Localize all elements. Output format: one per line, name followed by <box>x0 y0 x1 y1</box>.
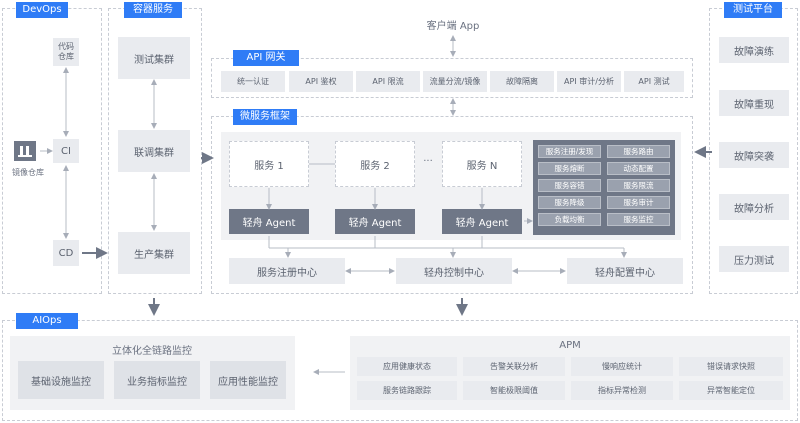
control-center-box[interactable]: 轻舟控制中心 <box>396 258 512 284</box>
cd-box[interactable]: CD <box>53 240 79 266</box>
apm-tracing[interactable]: 服务链路跟踪 <box>357 381 457 400</box>
testing-item-stress[interactable]: 压力测试 <box>719 246 789 272</box>
code-repo-box[interactable]: 代码 仓库 <box>53 38 79 66</box>
feature-audit: 服务审计 <box>607 196 670 209</box>
feature-dynamic-config: 动态配置 <box>607 162 670 175</box>
feature-load-balance: 负载均衡 <box>538 213 601 226</box>
apm-error-snapshot[interactable]: 错误请求快照 <box>679 357 783 376</box>
image-repo-icon <box>14 141 36 161</box>
joint-cluster-box[interactable]: 联调集群 <box>118 130 190 172</box>
service-2-box[interactable]: 服务 2 <box>335 141 415 187</box>
gateway-item-ratelimit[interactable]: API 限流 <box>356 71 420 92</box>
service-1-box[interactable]: 服务 1 <box>229 141 309 187</box>
container-tag: 容器服务 <box>124 2 182 18</box>
testing-tag: 测试平台 <box>724 2 782 18</box>
aiops-tag: AIOps <box>16 313 78 329</box>
agent-box-1[interactable]: 轻舟 Agent <box>229 209 309 234</box>
config-center-box[interactable]: 轻舟配置中心 <box>567 258 683 284</box>
ci-box[interactable]: CI <box>53 139 79 163</box>
apm-anomaly-detect[interactable]: 指标异常检测 <box>571 381 673 400</box>
monitor-title: 立体化全链路监控 <box>112 346 192 357</box>
prod-cluster-box[interactable]: 生产集群 <box>118 232 190 274</box>
microservice-tag: 微服务框架 <box>233 109 297 125</box>
feature-discovery: 服务注册/发现 <box>538 145 601 158</box>
service-n-box[interactable]: 服务 N <box>442 141 522 187</box>
apm-smart-locate[interactable]: 异常智能定位 <box>679 381 783 400</box>
registry-center-box[interactable]: 服务注册中心 <box>229 258 345 284</box>
gateway-item-audit[interactable]: API 审计/分析 <box>557 71 621 92</box>
image-repo-label: 镜像仓库 <box>12 168 44 177</box>
client-app-label: 客户端 App <box>426 21 480 32</box>
test-cluster-box[interactable]: 测试集群 <box>118 37 190 79</box>
apm-slow-response[interactable]: 慢响应统计 <box>571 357 673 376</box>
feature-routing: 服务路由 <box>607 145 670 158</box>
gateway-item-traffic[interactable]: 流量分流/镜像 <box>423 71 487 92</box>
agent-box-2[interactable]: 轻舟 Agent <box>335 209 415 234</box>
feature-circuit-break: 服务熔断 <box>538 162 601 175</box>
agent-box-n[interactable]: 轻舟 Agent <box>442 209 522 234</box>
testing-item-reproduce[interactable]: 故障重现 <box>719 90 789 116</box>
feature-rate-limit: 服务限流 <box>607 179 670 192</box>
gateway-item-isolation[interactable]: 故障隔离 <box>490 71 554 92</box>
devops-tag: DevOps <box>16 2 68 18</box>
apm-health[interactable]: 应用健康状态 <box>357 357 457 376</box>
apm-title: APM <box>559 340 581 351</box>
monitor-infra[interactable]: 基础设施监控 <box>18 361 104 399</box>
testing-item-analysis[interactable]: 故障分析 <box>719 194 789 220</box>
api-gateway-tag: API 网关 <box>233 50 299 66</box>
feature-fault-tolerance: 服务容错 <box>538 179 601 192</box>
feature-monitor: 服务监控 <box>607 213 670 226</box>
testing-item-drill[interactable]: 故障演练 <box>719 37 789 63</box>
apm-threshold[interactable]: 智能极限阈值 <box>463 381 565 400</box>
testing-item-raid[interactable]: 故障突袭 <box>719 142 789 168</box>
service-ellipsis: ··· <box>423 156 433 167</box>
apm-alert-analysis[interactable]: 告警关联分析 <box>463 357 565 376</box>
monitor-business[interactable]: 业务指标监控 <box>114 361 200 399</box>
gateway-item-auth[interactable]: 统一认证 <box>221 71 285 92</box>
gateway-item-test[interactable]: API 测试 <box>624 71 684 92</box>
monitor-app-perf[interactable]: 应用性能监控 <box>210 361 286 399</box>
feature-degrade: 服务降级 <box>538 196 601 209</box>
gateway-item-authz[interactable]: API 鉴权 <box>289 71 353 92</box>
